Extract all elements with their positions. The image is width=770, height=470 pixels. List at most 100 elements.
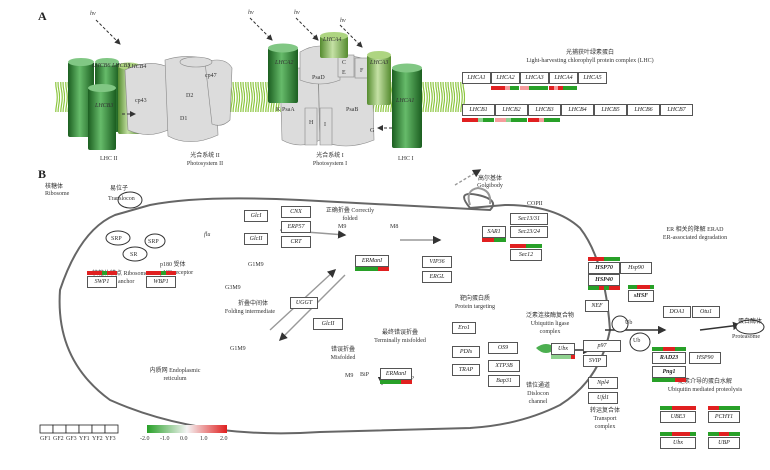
- lhca-heat-1: [491, 86, 520, 90]
- subunit-g: G: [370, 128, 375, 134]
- gene-box-wbp1-heat: [146, 271, 176, 275]
- ribosome-shapes: [105, 191, 651, 352]
- dislocon-cn: 错位通道: [525, 383, 550, 389]
- gene-box-svip: SVIP: [583, 355, 607, 367]
- ligase-en-2: complex: [539, 329, 561, 335]
- d2-label: D2: [186, 93, 194, 99]
- psii-core: [124, 56, 233, 143]
- gene-box-wbp1: WBP1: [146, 276, 176, 288]
- flu-label: flu: [204, 232, 211, 238]
- lhcb4-label: LHCB4: [128, 64, 147, 70]
- cp43-label: cp43: [135, 98, 147, 104]
- gene-box-bap31: Bap31: [488, 375, 520, 387]
- psi-title-en: Photosystem I: [312, 161, 348, 167]
- gene-box-ergl: ERGL: [422, 271, 452, 283]
- lhc-title-en: Light-harvesting chlorophyll protein com…: [526, 58, 654, 64]
- transport-en-2: complex: [594, 424, 616, 430]
- bip-label: BiP: [360, 372, 370, 378]
- lumen-cn: 内质网 Endoplasmic: [149, 368, 201, 374]
- ubq-cn: 泛素介导的蛋白水解: [677, 379, 732, 385]
- golgi-cn: 高尔基体: [477, 176, 502, 182]
- lhcb5-label: LHCB5: [112, 63, 131, 69]
- psab-label: PsaB: [346, 107, 359, 113]
- folding-en: Folding intermediate: [224, 309, 276, 315]
- anchor-cn: 核糖体锚点 Ribosome: [92, 271, 148, 277]
- gene-box-sbbf: sHSF: [628, 290, 654, 302]
- targeting-cn: 靶向蛋白质: [459, 296, 490, 302]
- gene-box-glcii2: GlcII: [313, 318, 343, 330]
- legend-scale-4: 2.0: [220, 436, 228, 442]
- gene-box-sec12-heat: [510, 244, 542, 248]
- transport-cn: 转运复合体: [589, 408, 620, 414]
- lhca1-label: LHCA1: [396, 98, 415, 104]
- gene-box-nef: NEF: [585, 300, 609, 312]
- gene-box-crt: CRT: [281, 236, 311, 248]
- gene-box-rad23: RAD23: [652, 352, 686, 364]
- m9-low: M9: [345, 373, 354, 379]
- gene-box-glcii: GlcII: [244, 233, 268, 245]
- lhca3-label: LHCA3: [370, 60, 389, 66]
- correct-en: folded: [342, 216, 358, 222]
- gene-box-rad23-heat: [652, 347, 687, 351]
- gene-box-ermanl2: ERManI: [380, 368, 412, 380]
- hv-label-4: hv: [340, 18, 346, 24]
- gene-box-pchy1: PCHY1: [708, 411, 740, 423]
- ligase-cn: 泛素连接酶复合物: [525, 313, 574, 319]
- translocon-cn: 易位子: [110, 186, 129, 192]
- gene-box-ufd1: Ufd1: [588, 392, 618, 404]
- lhcb-box-5: LHCB6: [627, 104, 660, 116]
- gene-box-sar1-heat: [482, 238, 506, 242]
- lhcb-box-3: LHCB4: [561, 104, 594, 116]
- gene-box-ubx: Ubx: [551, 343, 575, 355]
- subunit-e: E: [342, 70, 346, 76]
- g1m9-top: G1M9: [248, 262, 264, 268]
- psaa-label: PsaA: [282, 107, 295, 113]
- anchor-en: anchor: [118, 279, 135, 285]
- ligase-en-1: Ubiquitin ligase: [530, 321, 570, 327]
- ubq-en: Ubiquitin mediated proteolysis: [667, 387, 743, 393]
- gene-box-sec1331: Sec13/31: [510, 213, 548, 225]
- lhcb-heat-0: [462, 118, 494, 122]
- legend-sample-3: YF1: [79, 436, 90, 442]
- hv-label-2: hv: [248, 10, 254, 16]
- proteasome-en: Proteasome: [732, 334, 760, 340]
- panel-a-label: A: [38, 9, 47, 23]
- gene-box-ermanl2-heat: [380, 380, 412, 384]
- lhca-box-1: LHCA2: [491, 72, 520, 84]
- gene-box-pdis: PDIs: [452, 346, 480, 358]
- ribosome-en: Ribosome: [45, 191, 70, 197]
- gene-box-hsp90: Hsp90: [620, 262, 652, 274]
- gene-box-hsp70-heat: [588, 257, 620, 261]
- legend-scale-2: 0.0: [180, 436, 188, 442]
- gene-box-vip36: VIP36: [422, 256, 452, 268]
- legend-sample-5: YF3: [105, 436, 116, 442]
- srp-label-2: SRP: [148, 239, 159, 245]
- lhca-box-4: LHCA5: [578, 72, 607, 84]
- sample-grid: [39, 424, 119, 434]
- ub-label-2: Ub: [633, 338, 641, 344]
- legend-scale-3: 1.0: [200, 436, 208, 442]
- gene-box-hsp40-heat: [588, 286, 620, 290]
- gene-box-pchy1-heat: [708, 406, 740, 410]
- lhc-title-cn: 光捕获叶绿素蛋白: [565, 50, 614, 56]
- p180-en: p180 receptor: [160, 270, 194, 276]
- lhcb6-label: LHCB6: [92, 63, 111, 69]
- gene-box-ubx2: Ubx: [660, 437, 696, 449]
- lhca-box-0: LHCA1: [462, 72, 491, 84]
- gene-box-ermanl: ERManI: [355, 255, 389, 267]
- lhcb-box-4: LHCB5: [594, 104, 627, 116]
- hv-label-3: hv: [294, 10, 300, 16]
- subunit-h: H: [309, 120, 314, 126]
- hv-label-1: hv: [90, 11, 96, 17]
- lumen-en: reticulum: [163, 376, 187, 382]
- legend-scale-0: -2.0: [140, 436, 150, 442]
- lhcb-box-2: LHCB3: [528, 104, 561, 116]
- gene-box-os9: OS9: [488, 342, 518, 354]
- color-scale-bar: [147, 425, 227, 433]
- ribosome-cn: 核糖体: [45, 184, 64, 190]
- lhca2-label: LHCA2: [275, 60, 294, 66]
- gene-box-erp57: ERP57: [281, 221, 311, 233]
- gene-box-ubp-heat: [708, 432, 740, 436]
- m9-top: M9: [338, 224, 347, 230]
